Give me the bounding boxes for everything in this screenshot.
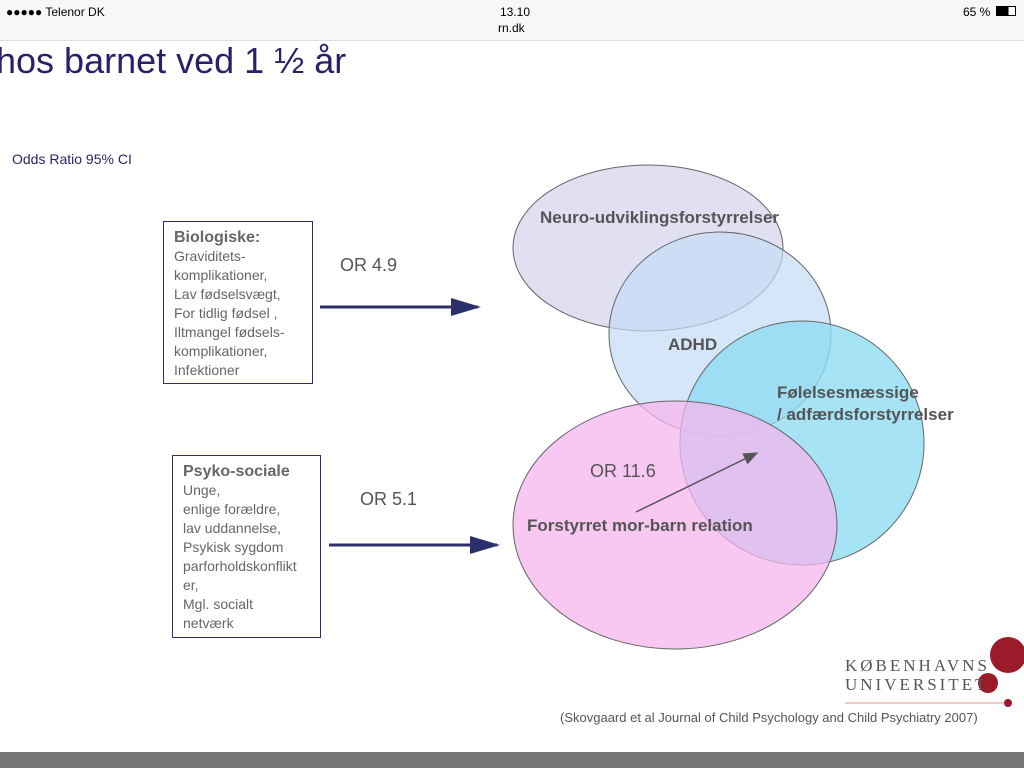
psy-line: enlige forældre, [183, 501, 281, 517]
or-psy: OR 5.1 [360, 489, 418, 509]
bio-line: Lav fødselsvægt, [174, 286, 281, 302]
bio-line: komplikationer, [174, 343, 268, 359]
clock: 13.10 [500, 5, 531, 19]
ku-line2: UNIVERSITET [845, 675, 989, 694]
psy-line: er, [183, 577, 199, 593]
psy-line: Unge, [183, 482, 221, 498]
ku-logo-text: KØBENHAVNS UNIVERSITET [845, 656, 990, 694]
arrow-mor [635, 452, 759, 513]
bio-lines: Graviditets- komplikationer, Lav fødsels… [174, 247, 302, 380]
bio-line: Iltmangel fødsels- [174, 324, 285, 340]
carrier: ●●●●● Telenor DK [6, 5, 105, 19]
battery: 65 % [963, 5, 991, 19]
ku-line1: KØBENHAVNS [845, 656, 990, 675]
psy-heading: Psyko-sociale [183, 463, 290, 480]
or-bio: OR 4.9 [340, 255, 398, 275]
slide-title: hos barnet ved 1 ½ år [0, 40, 347, 81]
url[interactable]: rn.dk [498, 21, 525, 35]
emotional-label-2: / adfærdsforstyrrelser [777, 405, 954, 424]
citation: (Skovgaard et al Journal of Child Psycho… [560, 710, 978, 725]
status-bar: ●●●●● Telenor DK 13.10 rn.dk 65 % [0, 0, 1024, 41]
bio-line: Infektioner [174, 362, 240, 378]
ku-rule-dot [1004, 699, 1012, 707]
neuro-label: Neuro-udviklingsforstyrrelser [540, 208, 780, 227]
ku-dot-icon [978, 673, 998, 693]
adhd-label: ADHD [668, 335, 718, 354]
psy-line: lav uddannelse, [183, 520, 282, 536]
biological-box: Biologiske: Graviditets- komplikationer,… [163, 221, 313, 384]
bio-heading: Biologiske: [174, 229, 261, 246]
or-mor: OR 11.6 [590, 461, 656, 481]
bio-line: Graviditets- [174, 248, 246, 264]
psychosocial-box: Psyko-sociale Unge, enlige forældre, lav… [172, 455, 321, 638]
psy-lines: Unge, enlige forældre, lav uddannelse, P… [183, 481, 310, 633]
emotional-label-1: Følelsesmæssige [777, 383, 919, 402]
mother-child-label: Forstyrret mor-barn relation [527, 516, 753, 535]
psy-line: Mgl. socialt [183, 596, 254, 612]
psy-line: Psykisk sygdom [183, 539, 284, 555]
ku-seal-icon [990, 637, 1024, 673]
psy-line: netværk [183, 615, 234, 631]
bio-line: komplikationer, [174, 267, 268, 283]
psy-line: parforholdskonflikt [183, 558, 297, 574]
bottom-bar [0, 752, 1024, 768]
bio-line: For tidlig fødsel , [174, 305, 278, 321]
odds-ratio-label: Odds Ratio 95% CI [12, 151, 132, 167]
battery-icon [996, 6, 1016, 16]
